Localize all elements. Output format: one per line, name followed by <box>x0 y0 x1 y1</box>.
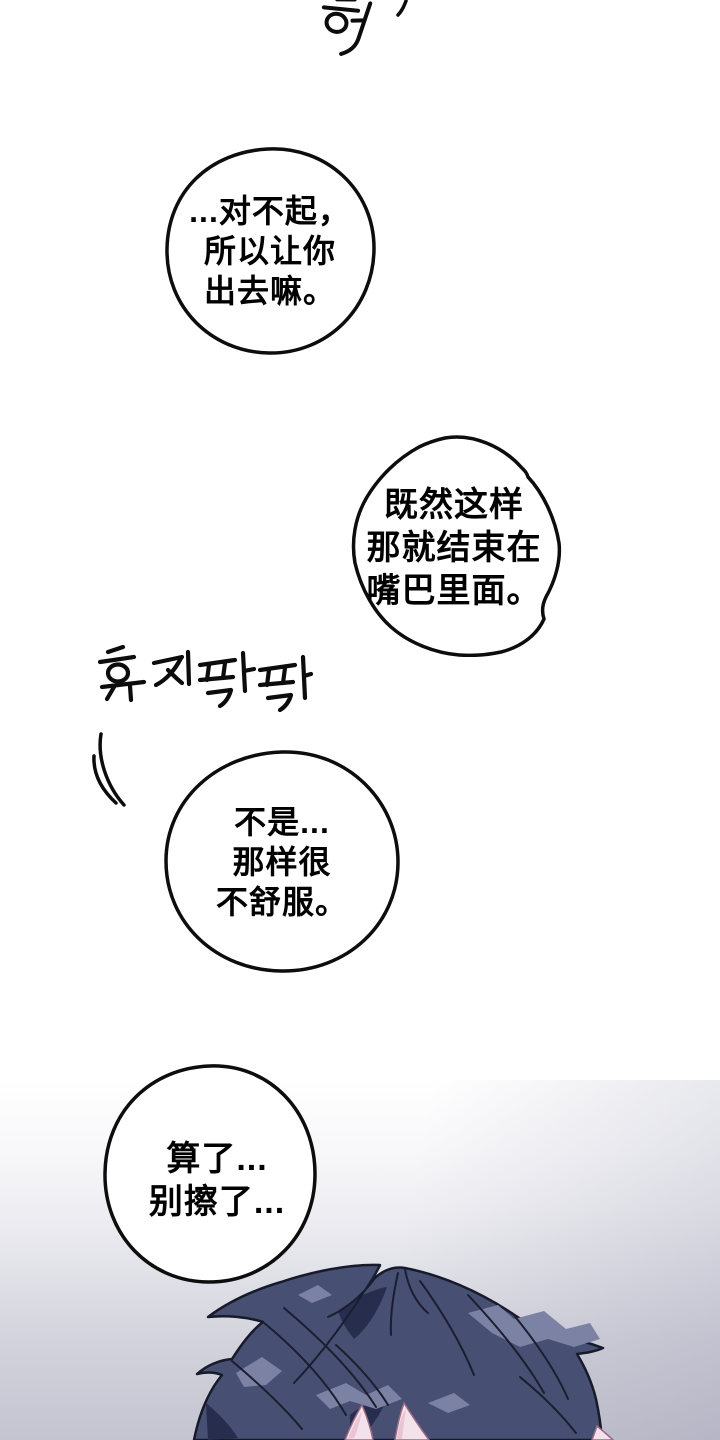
bubble-outline <box>351 435 562 657</box>
speech-bubble-1: ...对不起， 所以让你 出去嘛。 <box>162 145 378 357</box>
bubble-line: 别擦了... <box>148 1183 286 1221</box>
bubble-line: 那样很 <box>232 843 332 880</box>
motion-lines <box>92 732 126 807</box>
stroke-mark <box>396 0 408 17</box>
bubble-outline <box>164 750 400 973</box>
bubble-text: ...对不起， 所以让你 出去嘛。 <box>162 145 378 357</box>
bubble-line: 既然这样 <box>384 485 524 524</box>
sfx-gasp-korean <box>321 0 373 56</box>
character-head-hair <box>192 1263 615 1440</box>
hair-strand-lines <box>231 1265 577 1434</box>
hair-highlight <box>236 1285 600 1413</box>
bubble-line: 不舒服。 <box>215 883 348 920</box>
speech-bubble-2: 既然这样 那就结束在 嘴巴里面。 <box>345 433 563 657</box>
bubble-line: 出去嘛。 <box>203 273 336 309</box>
bubble-outline <box>165 147 376 355</box>
bubble-line: ...对不起， <box>189 193 351 229</box>
bubble-line: 算了... <box>166 1140 268 1178</box>
speech-bubble-4: 算了... 别擦了... <box>101 1062 319 1286</box>
bubble-line: 那就结束在 <box>366 528 542 567</box>
bubble-outline <box>103 1064 317 1284</box>
sfx-tissue-korean <box>97 644 314 713</box>
bubble-line: 不是... <box>234 803 330 840</box>
speech-bubble-3: 不是... 那样很 不舒服。 <box>162 748 402 975</box>
bubble-line: 嘴巴里面。 <box>366 571 542 610</box>
bubble-text: 既然这样 那就结束在 嘴巴里面。 <box>345 433 563 657</box>
bubble-text: 算了... 别擦了... <box>101 1062 319 1286</box>
bubble-text: 不是... 那样很 不舒服。 <box>162 748 402 975</box>
bubble-line: 所以让你 <box>203 233 336 269</box>
skin-gap <box>344 1401 615 1440</box>
